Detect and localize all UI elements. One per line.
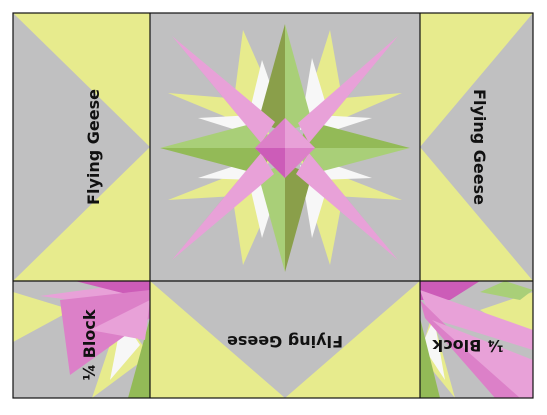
flying-geese-unit-right: Flying Geese [420, 13, 533, 281]
flying-geese-right-label: Flying Geese [470, 89, 489, 205]
flying-geese-unit-left: Flying Geese [13, 13, 150, 281]
quarter-left-label: ¼ Block [80, 309, 99, 380]
quarter-block-right: ¼ Block [420, 281, 533, 398]
flying-geese-bottom-label: Flying Geese [227, 332, 343, 351]
flying-geese-left-label: Flying Geese [84, 89, 103, 205]
quarter-right-label: ¼ Block [432, 336, 503, 355]
quarter-block-left: ¼ Block [13, 281, 150, 398]
center-star-block [150, 13, 420, 281]
flying-geese-unit-bottom: Flying Geese [150, 281, 420, 398]
